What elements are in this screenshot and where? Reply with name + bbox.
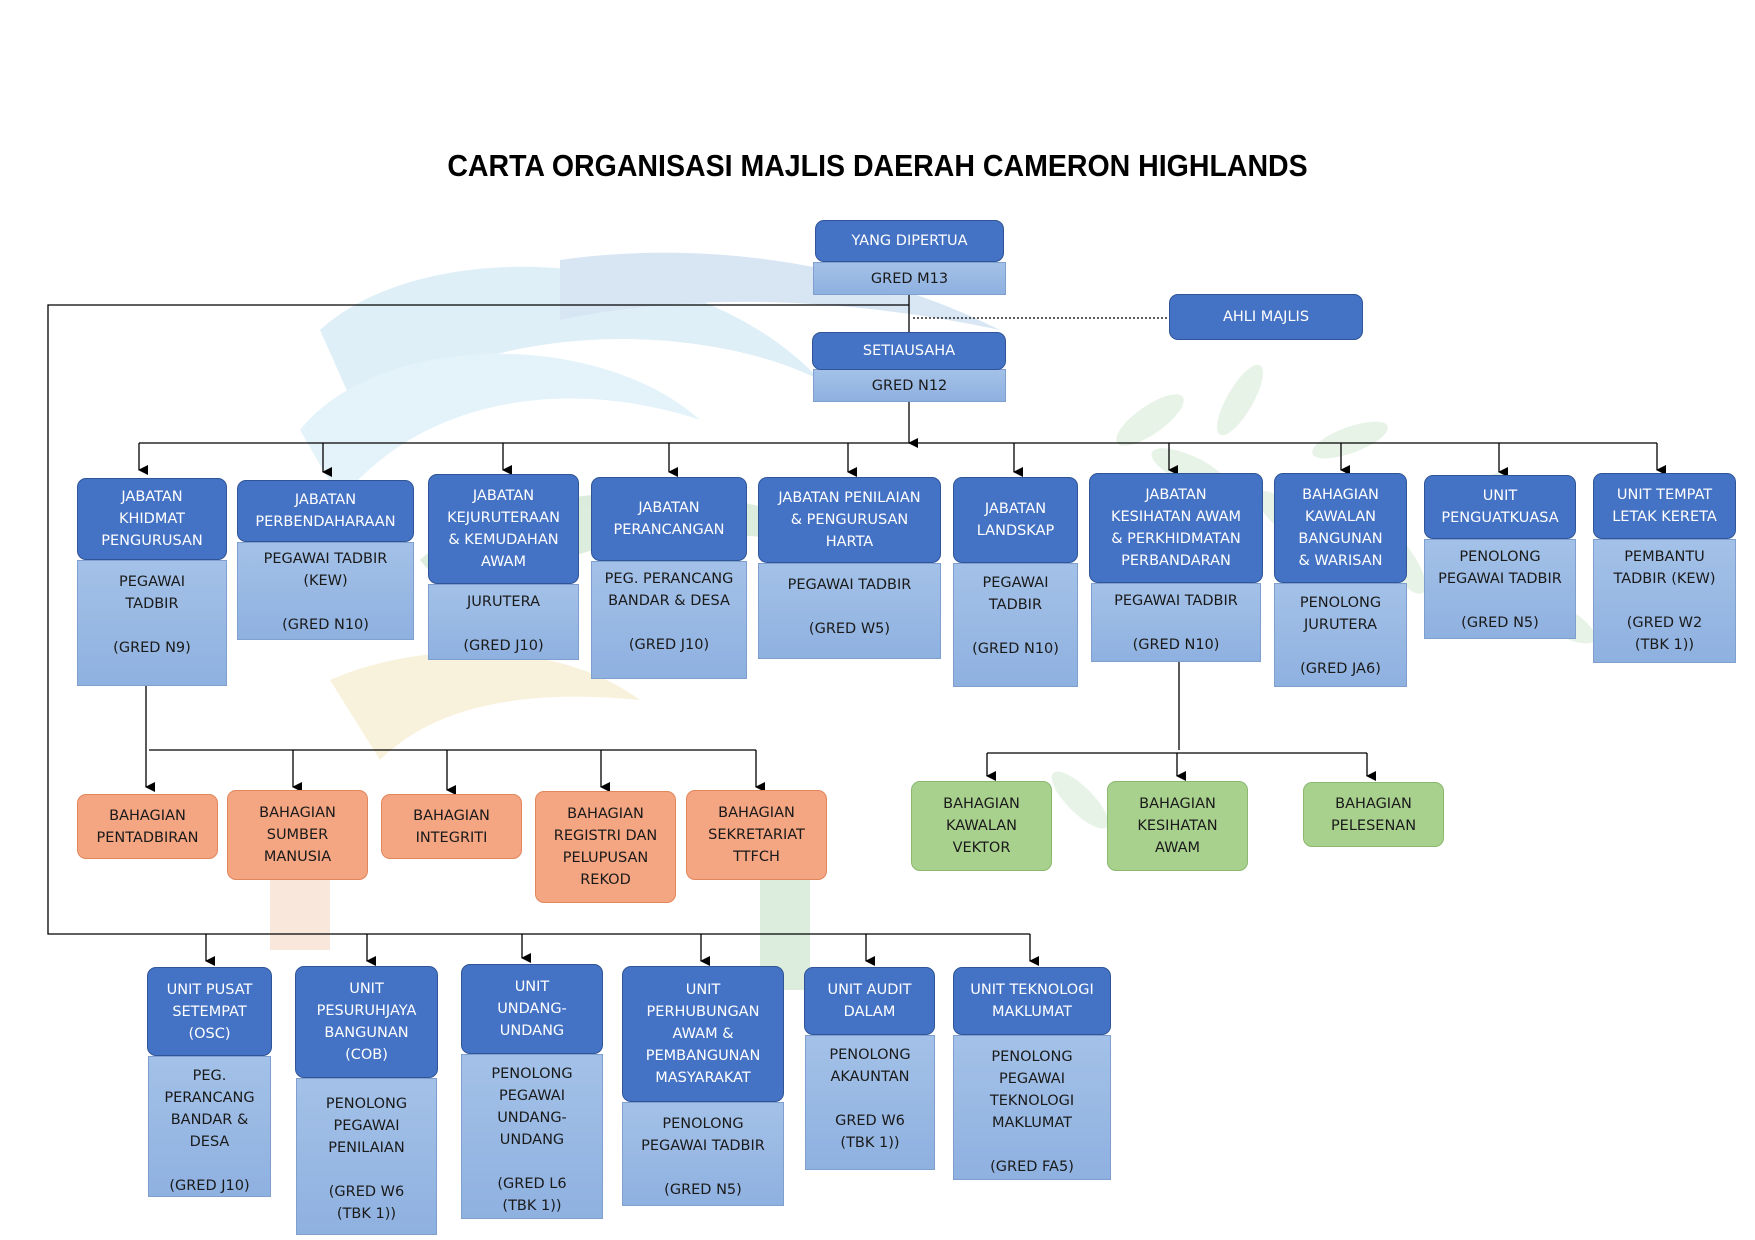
department-perancangan: JABATAN PERANCANGAN xyxy=(591,477,747,561)
section-sekretariat: BAHAGIAN SEKRETARIAT TTFCH xyxy=(686,790,827,880)
section-registri: BAHAGIAN REGISTRI DAN PELUPUSAN REKOD xyxy=(535,791,676,903)
department-kawalan-bangunan: BAHAGIAN KAWALAN BANGUNAN & WARISAN xyxy=(1274,473,1407,583)
section-pelesenan: BAHAGIAN PELESENAN xyxy=(1303,782,1444,847)
department-perbendaharaan-detail: PEGAWAI TADBIR (KEW) (GRED N10) xyxy=(237,542,414,640)
unit-audit-dalam: UNIT AUDIT DALAM xyxy=(804,967,935,1035)
section-sumber-manusia: BAHAGIAN SUMBER MANUSIA xyxy=(227,790,368,880)
section-kawalan-vektor: BAHAGIAN KAWALAN VEKTOR xyxy=(911,781,1052,871)
unit-pesuruhjaya-bangunan: UNIT PESURUHJAYA BANGUNAN (COB) xyxy=(295,966,438,1078)
unit-perhubungan-awam: UNIT PERHUBUNGAN AWAM & PEMBANGUNAN MASY… xyxy=(622,966,784,1102)
department-kejuruteraan-detail: JURUTERA (GRED J10) xyxy=(428,584,579,660)
setiausaha-grade: GRED N12 xyxy=(813,369,1006,402)
department-penguatkuasa: UNIT PENGUATKUASA xyxy=(1424,475,1576,539)
unit-pesuruhjaya-bangunan-detail: PENOLONG PEGAWAI PENILAIAN (GRED W6 (TBK… xyxy=(296,1078,437,1235)
unit-undang-undang: UNIT UNDANG- UNDANG xyxy=(461,964,603,1054)
unit-undang-undang-detail: PENOLONG PEGAWAI UNDANG- UNDANG (GRED L6… xyxy=(461,1054,603,1219)
department-penilaian-detail: PEGAWAI TADBIR (GRED W5) xyxy=(758,563,941,659)
department-tempat-letak-kereta: UNIT TEMPAT LETAK KERETA xyxy=(1593,473,1736,539)
department-perancangan-detail: PEG. PERANCANG BANDAR & DESA (GRED J10) xyxy=(591,561,747,679)
department-kejuruteraan: JABATAN KEJURUTERAAN & KEMUDAHAN AWAM xyxy=(428,474,579,584)
department-penguatkuasa-detail: PENOLONG PEGAWAI TADBIR (GRED N5) xyxy=(1424,539,1576,639)
department-penilaian: JABATAN PENILAIAN & PENGURUSAN HARTA xyxy=(758,477,941,563)
department-khidmat-pengurusan-detail: PEGAWAI TADBIR (GRED N9) xyxy=(77,560,227,686)
unit-perhubungan-awam-detail: PENOLONG PEGAWAI TADBIR (GRED N5) xyxy=(622,1102,784,1206)
department-kesihatan-awam-detail: PEGAWAI TADBIR (GRED N10) xyxy=(1091,583,1261,662)
unit-teknologi-maklumat: UNIT TEKNOLOGI MAKLUMAT xyxy=(953,967,1111,1035)
section-kesihatan-awam: BAHAGIAN KESIHATAN AWAM xyxy=(1107,781,1248,871)
section-integriti: BAHAGIAN INTEGRITI xyxy=(381,794,522,859)
unit-pusat-setempat-detail: PEG. PERANCANG BANDAR & DESA (GRED J10) xyxy=(148,1056,271,1197)
department-landskap: JABATAN LANDSKAP xyxy=(953,477,1078,563)
unit-teknologi-maklumat-detail: PENOLONG PEGAWAI TEKNOLOGI MAKLUMAT (GRE… xyxy=(953,1035,1111,1180)
unit-audit-dalam-detail: PENOLONG AKAUNTAN GRED W6 (TBK 1)) xyxy=(805,1035,935,1170)
department-kawalan-bangunan-detail: PENOLONG JURUTERA (GRED JA6) xyxy=(1274,583,1407,687)
department-tempat-letak-kereta-detail: PEMBANTU TADBIR (KEW) (GRED W2 (TBK 1)) xyxy=(1593,539,1736,663)
dipertua-grade: GRED M13 xyxy=(813,262,1006,295)
department-landskap-detail: PEGAWAI TADBIR (GRED N10) xyxy=(953,563,1078,687)
section-pentadbiran: BAHAGIAN PENTADBIRAN xyxy=(77,794,218,859)
ahli-majlis-box: AHLI MAJLIS xyxy=(1169,294,1363,340)
department-perbendaharaan: JABATAN PERBENDAHARAAN xyxy=(237,480,414,542)
setiausaha-box: SETIAUSAHA xyxy=(812,332,1006,370)
department-khidmat-pengurusan: JABATAN KHIDMAT PENGURUSAN xyxy=(77,478,227,560)
unit-pusat-setempat: UNIT PUSAT SETEMPAT (OSC) xyxy=(147,967,272,1056)
chart-title: CARTA ORGANISASI MAJLIS DAERAH CAMERON H… xyxy=(447,148,1308,183)
dipertua-box: YANG DIPERTUA xyxy=(815,220,1004,262)
department-kesihatan-awam: JABATAN KESIHATAN AWAM & PERKHIDMATAN PE… xyxy=(1089,473,1263,583)
